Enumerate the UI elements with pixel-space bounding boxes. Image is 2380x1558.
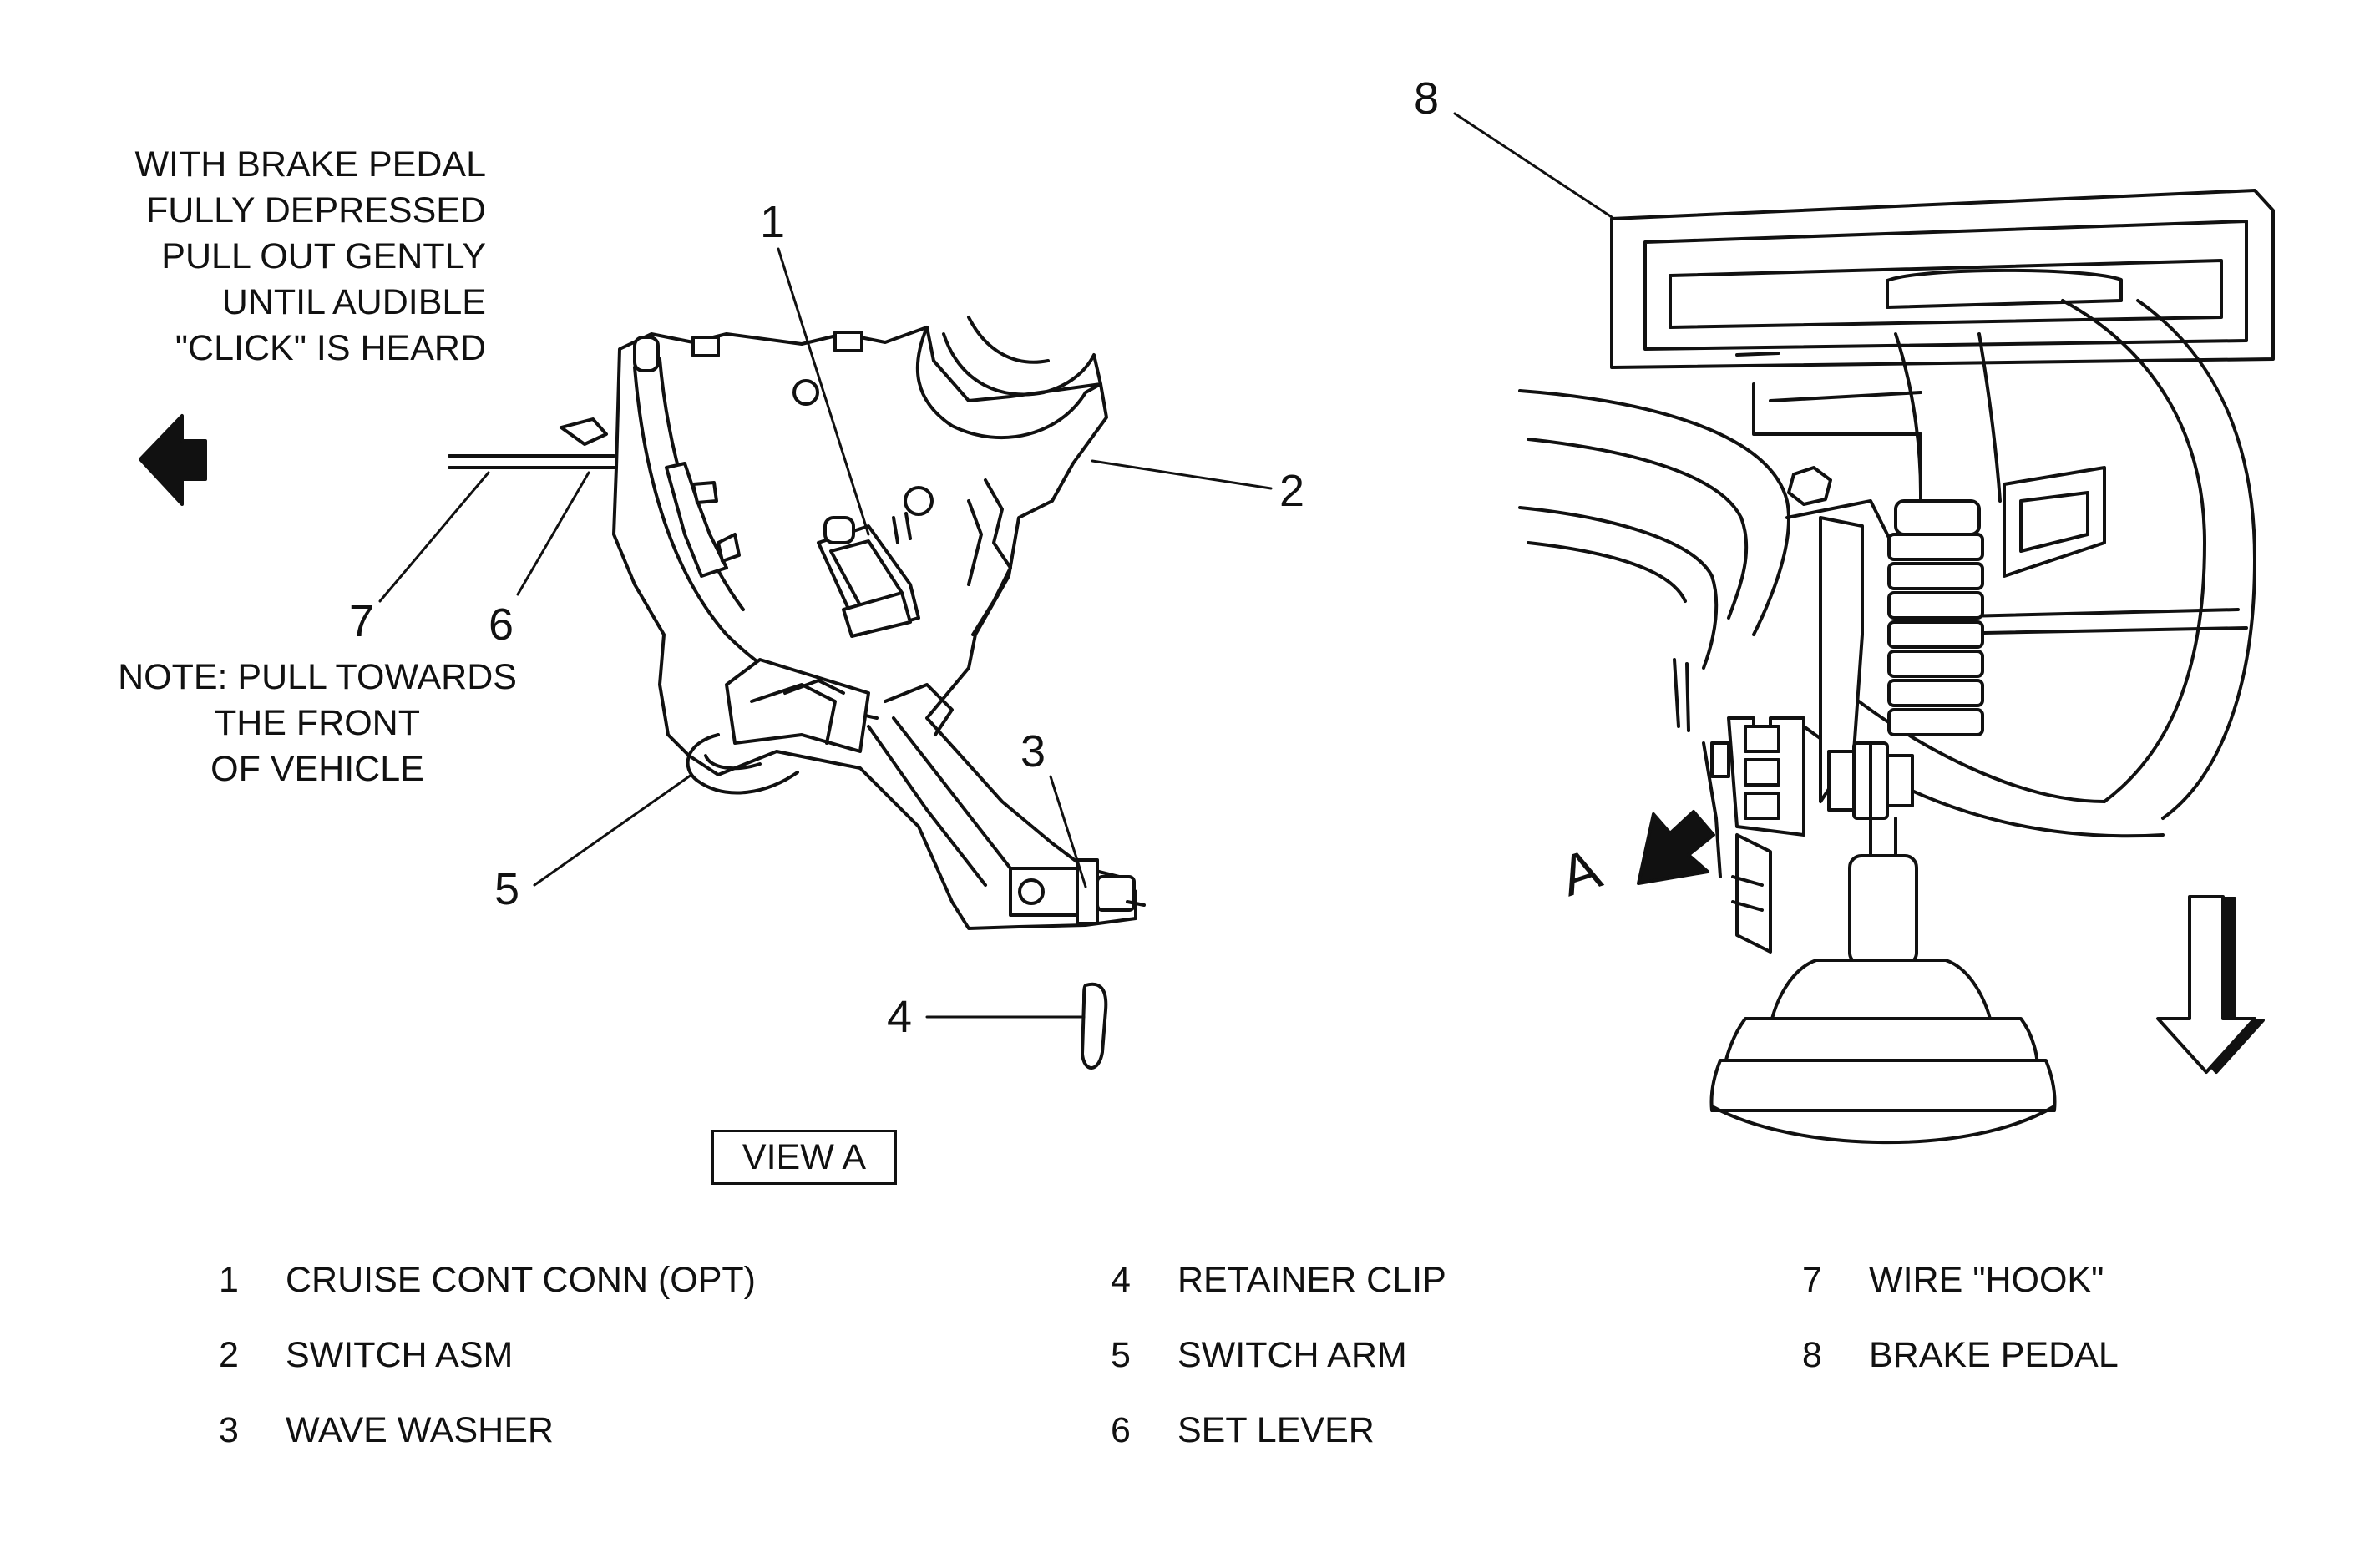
pedal-down-arrow-icon	[2156, 895, 2265, 1074]
callout-1: 1	[760, 197, 786, 247]
instruction-line: PULL OUT GENTLY	[161, 236, 486, 276]
legend-item: 7 WIRE "HOOK"	[1802, 1257, 2104, 1303]
callout-2: 2	[1279, 466, 1305, 516]
callout-7: 7	[349, 596, 375, 646]
legend-label: CRUISE CONT CONN (OPT)	[286, 1260, 756, 1300]
callout-5: 5	[494, 864, 520, 914]
legend-label: WIRE "HOOK"	[1869, 1260, 2104, 1300]
legend-number: 5	[1111, 1335, 1131, 1375]
instruction-line: "CLICK" IS HEARD	[175, 328, 486, 368]
switch-assembly-drawing	[139, 316, 1146, 1070]
legend-label: WAVE WASHER	[286, 1410, 554, 1450]
legend-item: 5 SWITCH ARM	[1111, 1333, 1407, 1378]
instruction-line: FULLY DEPRESSED	[145, 190, 486, 230]
legend-label: BRAKE PEDAL	[1869, 1335, 2119, 1375]
leader-lines-left	[378, 247, 1273, 1019]
legend-number: 8	[1802, 1335, 1822, 1375]
leader-line-8	[1453, 112, 1613, 219]
legend-number: 6	[1111, 1410, 1131, 1450]
pull-direction-arrow-icon	[139, 414, 207, 506]
legend-number: 1	[219, 1260, 239, 1300]
legend-label: SWITCH ASM	[286, 1335, 514, 1375]
legend-item: 6 SET LEVER	[1111, 1408, 1375, 1454]
note-text: NOTE: PULL TOWARDS THE FRONT OF VEHICLE	[84, 655, 551, 792]
legend-item: 2 SWITCH ASM	[219, 1333, 513, 1378]
instruction-line: UNTIL AUDIBLE	[221, 282, 486, 322]
legend-item: 1 CRUISE CONT CONN (OPT)	[219, 1257, 756, 1303]
legend-label: SWITCH ARM	[1177, 1335, 1407, 1375]
legend-number: 3	[219, 1410, 239, 1450]
brake-pedal-drawing	[1518, 189, 2275, 1145]
note-line: OF VEHICLE	[210, 749, 424, 789]
callout-6: 6	[489, 599, 514, 650]
legend-item: 8 BRAKE PEDAL	[1802, 1333, 2119, 1378]
note-line: NOTE: PULL TOWARDS	[118, 657, 517, 697]
legend-number: 7	[1802, 1260, 1822, 1300]
legend-number: 2	[219, 1335, 239, 1375]
legend-item: 3 WAVE WASHER	[219, 1408, 554, 1454]
instruction-line: WITH BRAKE PEDAL	[134, 144, 486, 185]
callout-8: 8	[1414, 73, 1440, 124]
view-a-box: VIEW A	[711, 1130, 897, 1185]
legend-item: 4 RETAINER CLIP	[1111, 1257, 1446, 1303]
instruction-text: WITH BRAKE PEDAL FULLY DEPRESSED PULL OU…	[84, 142, 486, 372]
legend-label: RETAINER CLIP	[1177, 1260, 1446, 1300]
return-spring	[1887, 533, 1984, 736]
view-a-arrow-icon	[1637, 810, 1715, 885]
note-line: THE FRONT	[214, 703, 421, 743]
legend-number: 4	[1111, 1260, 1131, 1300]
legend-label: SET LEVER	[1177, 1410, 1375, 1450]
callout-4: 4	[887, 992, 913, 1042]
callout-3: 3	[1020, 726, 1046, 776]
